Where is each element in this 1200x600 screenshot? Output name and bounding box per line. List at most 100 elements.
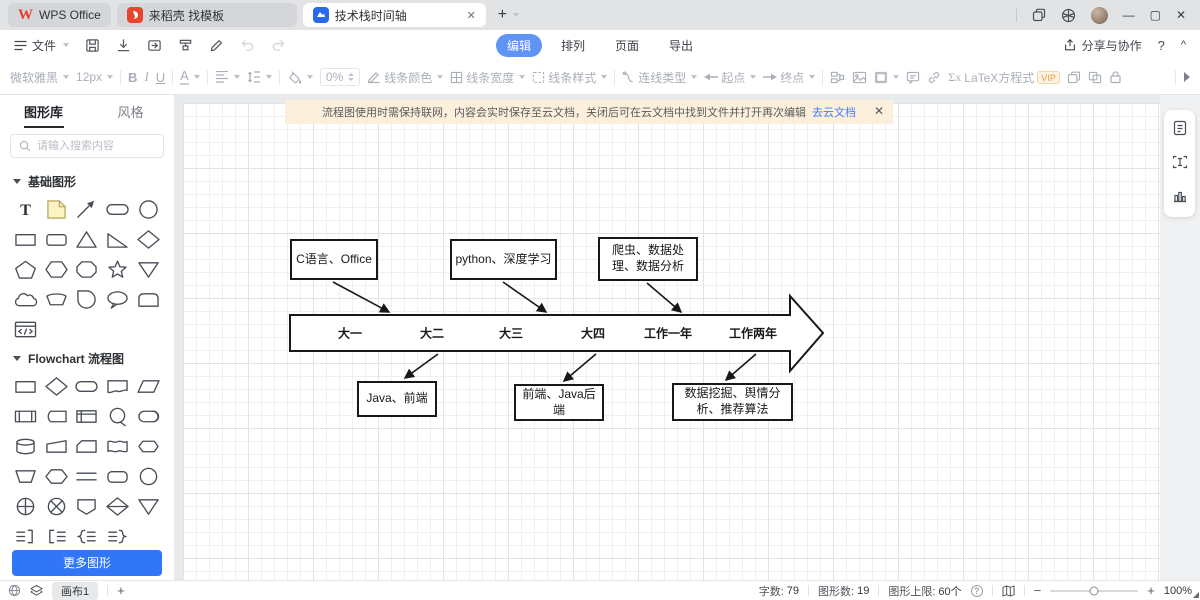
opacity-stepper[interactable]: 0% bbox=[319, 68, 361, 86]
shape-parallel-mode-icon[interactable] bbox=[72, 465, 103, 488]
canvas-tab[interactable]: 画布1 bbox=[52, 581, 99, 600]
shape-summing-junction-icon[interactable] bbox=[10, 495, 41, 518]
shape-loop-limit-icon[interactable] bbox=[102, 405, 133, 428]
shape-snip-rounded-rectangle-icon[interactable] bbox=[133, 288, 164, 311]
collapse-toolbar-button[interactable]: ^ bbox=[1180, 39, 1186, 51]
shape-line-arrow-icon[interactable] bbox=[72, 198, 103, 221]
shape-connector-icon[interactable] bbox=[133, 465, 164, 488]
shape-trapezoid-icon[interactable] bbox=[10, 465, 41, 488]
diagram-node[interactable]: python、深度学习 bbox=[450, 239, 557, 280]
maximize-button[interactable]: ▢ bbox=[1149, 8, 1161, 22]
shape-process-icon[interactable] bbox=[10, 375, 41, 398]
artboard-size-icon[interactable] bbox=[1172, 154, 1188, 173]
go-cloud-docs-link[interactable]: 去云文档 bbox=[812, 107, 856, 119]
stepper-arrows[interactable] bbox=[348, 73, 355, 81]
shape-parallelogram-icon[interactable] bbox=[133, 375, 164, 398]
font-family-select[interactable]: 微软雅黑 bbox=[10, 69, 70, 86]
shape-document-icon[interactable] bbox=[102, 375, 133, 398]
shape-predefined-process-icon[interactable] bbox=[10, 405, 41, 428]
shape-star-icon[interactable] bbox=[102, 258, 133, 281]
diagram-connector[interactable] bbox=[332, 281, 391, 313]
insert-image-button[interactable] bbox=[852, 71, 867, 84]
connector-type-button[interactable]: 连线类型 bbox=[622, 69, 698, 86]
shape-inverted-triangle-icon[interactable] bbox=[133, 258, 164, 281]
shape-data-hexagon-icon[interactable] bbox=[133, 435, 164, 458]
download-icon[interactable] bbox=[116, 38, 131, 53]
shape-rectangle-icon[interactable] bbox=[10, 228, 41, 251]
align-button[interactable] bbox=[215, 71, 240, 83]
font-size-select[interactable]: 12px bbox=[76, 70, 114, 84]
zoom-slider-handle[interactable] bbox=[1089, 586, 1099, 595]
canvas[interactable]: 流程图使用时需保持联网，内容会实时保存至云文档，关闭后可在云文档中找到文件并打开… bbox=[175, 95, 1160, 580]
zoom-in-button[interactable]: + bbox=[1147, 583, 1155, 598]
shape-octagon-icon[interactable] bbox=[72, 258, 103, 281]
shape-search[interactable] bbox=[10, 134, 164, 158]
underline-button[interactable]: U bbox=[155, 69, 166, 85]
shape-manual-operation-slant-icon[interactable] bbox=[41, 435, 72, 458]
bold-button[interactable]: B bbox=[128, 69, 138, 85]
tab-document-active[interactable]: 技术栈时间轴 ✕ bbox=[302, 3, 486, 27]
fill-color-button[interactable] bbox=[287, 70, 313, 84]
diagram-node[interactable]: 爬虫、数据处理、数据分析 bbox=[598, 237, 698, 281]
shape-manual-operation-icon[interactable] bbox=[41, 288, 72, 311]
shape-decision-icon[interactable] bbox=[41, 375, 72, 398]
shape-cloud-icon[interactable] bbox=[10, 288, 41, 311]
group-button[interactable] bbox=[1067, 71, 1081, 84]
diagram-node[interactable]: Java、前端 bbox=[357, 381, 437, 417]
shape-right-triangle-icon[interactable] bbox=[102, 228, 133, 251]
shape-hexagon-icon[interactable] bbox=[41, 258, 72, 281]
add-canvas-button[interactable]: + bbox=[117, 583, 125, 598]
shape-alternate-process-icon[interactable] bbox=[102, 465, 133, 488]
tab-wps-office[interactable]: W WPS Office bbox=[8, 3, 111, 27]
close-window-button[interactable]: ✕ bbox=[1175, 8, 1186, 22]
comment-button[interactable] bbox=[906, 71, 920, 84]
minimap-icon[interactable] bbox=[1002, 584, 1015, 597]
hyperlink-button[interactable] bbox=[927, 71, 941, 84]
format-painter-icon[interactable] bbox=[178, 38, 193, 53]
search-input[interactable] bbox=[37, 140, 155, 152]
layers-icon[interactable] bbox=[30, 584, 43, 597]
shape-oval-callout-icon[interactable] bbox=[102, 288, 133, 311]
shape-text-icon[interactable]: T bbox=[10, 198, 41, 221]
shape-display-icon[interactable] bbox=[41, 405, 72, 428]
shape-diamond-icon[interactable] bbox=[133, 228, 164, 251]
file-menu-button[interactable]: 文件 bbox=[14, 37, 70, 54]
diagram-connector[interactable] bbox=[502, 281, 548, 313]
diagram-node[interactable]: 数据挖掘、舆情分析、推荐算法 bbox=[672, 383, 793, 421]
tab-style[interactable]: 风格 bbox=[117, 105, 144, 120]
user-avatar[interactable] bbox=[1090, 6, 1108, 24]
section-basic-shapes[interactable]: 基础图形 bbox=[0, 164, 174, 195]
font-color-button[interactable]: A bbox=[180, 68, 200, 86]
window-stack-icon[interactable] bbox=[1032, 8, 1046, 22]
diagram-node[interactable]: 前端、Java后端 bbox=[514, 384, 604, 421]
zoom-slider[interactable] bbox=[1050, 586, 1139, 595]
shape-circle-icon[interactable] bbox=[133, 198, 164, 221]
line-color-button[interactable]: 线条颜色 bbox=[367, 69, 444, 86]
toolbar-more-button[interactable] bbox=[1183, 72, 1190, 82]
redo-icon[interactable] bbox=[271, 38, 286, 53]
line-style-button[interactable]: 线条样式 bbox=[532, 69, 608, 86]
help-button[interactable]: ? bbox=[1157, 37, 1165, 53]
shape-triangle-icon[interactable] bbox=[72, 228, 103, 251]
shape-decision-split-icon[interactable] bbox=[102, 495, 133, 518]
minimize-button[interactable]: — bbox=[1122, 8, 1135, 22]
lock-button[interactable] bbox=[1109, 70, 1122, 84]
shape-annotation-right-brace-icon[interactable] bbox=[102, 525, 133, 548]
page-settings-icon[interactable] bbox=[1172, 120, 1188, 139]
undo-icon[interactable] bbox=[240, 38, 255, 53]
diagram-connector[interactable] bbox=[724, 353, 757, 382]
export-icon[interactable] bbox=[147, 38, 162, 53]
line-start-button[interactable]: 起点 bbox=[704, 69, 757, 86]
diagram-node[interactable]: C语言、Office bbox=[290, 239, 378, 280]
italic-button[interactable]: I bbox=[144, 69, 149, 84]
share-collab-button[interactable]: 分享与协作 bbox=[1063, 37, 1142, 54]
shape-preparation-icon[interactable] bbox=[41, 465, 72, 488]
app-center-icon[interactable] bbox=[1061, 8, 1076, 23]
shape-direct-data-icon[interactable] bbox=[133, 405, 164, 428]
shape-teardrop-icon[interactable] bbox=[72, 288, 103, 311]
shape-rounded-rectangle-icon[interactable] bbox=[41, 228, 72, 251]
latex-equation-button[interactable]: Σx LaTeX方程式 VIP bbox=[948, 69, 1060, 86]
shape-annotation-right-bracket-icon[interactable] bbox=[10, 525, 41, 548]
shape-or-junction-icon[interactable] bbox=[41, 495, 72, 518]
more-shapes-button[interactable]: 更多图形 bbox=[12, 550, 162, 576]
